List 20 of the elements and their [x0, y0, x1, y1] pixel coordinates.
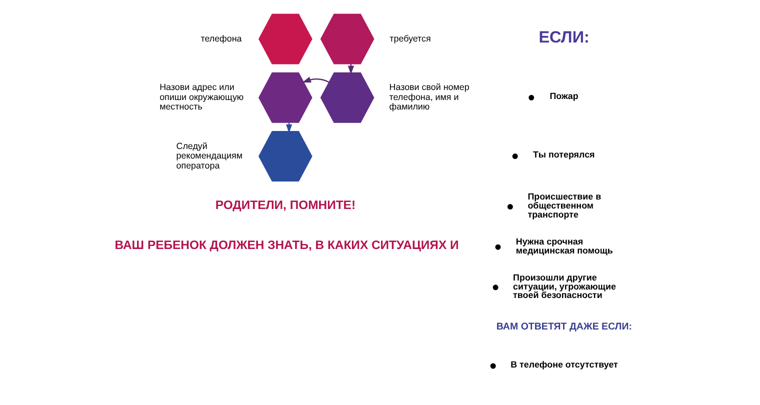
node-label: Назови адрес или опиши окружающую местность	[159, 82, 244, 112]
label: Происшествие в общественном транспорте	[527, 192, 601, 220]
label: ЕСЛИ:	[538, 28, 589, 46]
arrow	[302, 76, 329, 83]
label: ВАМ ОТВЕТЯТ ДАЖЕ ЕСЛИ:	[496, 321, 632, 332]
node-label: Назови свой номер телефона, имя и фамилию	[388, 82, 469, 112]
node-hexagon	[320, 72, 374, 123]
node-label: Следуй рекомендациям оператора	[176, 140, 242, 170]
node-hexagon	[320, 14, 374, 64]
node-hexagon	[258, 14, 312, 64]
label: Ты потерялся	[532, 150, 594, 160]
node-label: телефона	[200, 33, 242, 44]
node-hexagon	[258, 131, 312, 182]
label: В телефоне отсутствует	[510, 359, 618, 370]
label: ВАШ РЕБЕНОК ДОЛЖЕН ЗНАТЬ, В КАКИХ СИТУАЦИЯХ И	[114, 238, 458, 252]
label: РОДИТЕЛИ, ПОМНИТЕ!	[214, 198, 356, 212]
node-label: требуется	[389, 33, 430, 44]
label: Произошли другие ситуации, угрожающие твоей безопасности	[512, 272, 616, 300]
label: Нужна срочная медицинская помощь	[515, 236, 612, 256]
label: Пожар	[549, 91, 578, 102]
